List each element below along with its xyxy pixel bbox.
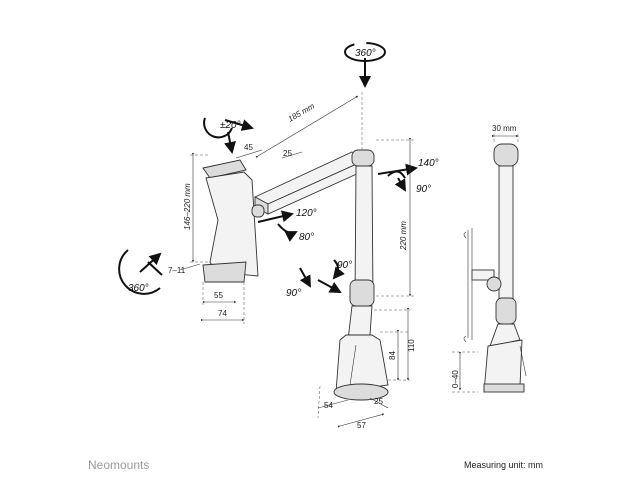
holder-rotation-icon: 360°: [118, 249, 163, 295]
main-view: 360° 185 mm ±20° 45 25: [118, 42, 439, 430]
holder-width-label: 74: [218, 309, 227, 318]
top-rotation-icon: 360°: [344, 42, 386, 88]
rotation-holder-label: 360°: [128, 283, 149, 294]
rotation-top-label: 360°: [355, 48, 376, 59]
holder-depth-label: 55: [214, 291, 223, 300]
joint-rotation-icon: 140° 90°: [377, 158, 439, 195]
clamp-gap-dimension: 7–11: [168, 263, 201, 275]
side-view: 30 mm 0–40: [451, 124, 527, 393]
side-clamp-label: 0–40: [451, 370, 460, 388]
vertical-column: [347, 149, 375, 341]
base-84-label: 84: [388, 351, 397, 360]
base-rotation-icon: 90° 90°: [286, 259, 352, 299]
column-height-dimension: 220 mm: [376, 137, 416, 297]
base-57-label: 57: [357, 421, 366, 430]
mid-rotation-icon: 120° 80°: [257, 208, 317, 243]
head-tilt-icon: ±20°: [203, 117, 254, 154]
holder-range-label: 146–220 mm: [183, 183, 192, 230]
rotation-base-right-label: 90°: [337, 260, 352, 271]
holder-footprint-dimensions: 55 74: [200, 282, 245, 324]
base-110-label: 110: [407, 339, 416, 352]
horizontal-arm: [253, 151, 372, 215]
side-width-label: 30 mm: [492, 124, 517, 133]
rotation-joint-down-label: 90°: [416, 184, 431, 195]
arm-offset-label: 25: [283, 149, 292, 158]
column-height-label: 220 mm: [399, 221, 408, 251]
arm-length-dimension: 185 mm: [255, 95, 359, 159]
tablet-holder: [202, 159, 265, 283]
measuring-unit-note: Measuring unit: mm: [464, 460, 544, 470]
holder-range-dimension: 146–220 mm: [183, 152, 208, 263]
rotation-joint-up-label: 140°: [418, 158, 439, 169]
head-offset-label: 45: [244, 143, 253, 152]
rotation-base-left-label: 90°: [286, 288, 301, 299]
rotation-mid-up-label: 120°: [296, 208, 317, 219]
rotation-head-tilt-label: ±20°: [220, 120, 241, 131]
base-25-label: 25: [374, 397, 383, 406]
clamp-gap-label: 7–11: [168, 266, 186, 275]
base-clamp: [333, 334, 389, 401]
arm-offset-dimension: 25: [281, 149, 303, 159]
arm-length-label: 185 mm: [287, 101, 317, 123]
rotation-mid-down-label: 80°: [299, 232, 314, 243]
base-footprint-dimensions: 54 25 57: [317, 385, 389, 430]
base-54-label: 54: [324, 401, 333, 410]
side-width-dimension: 30 mm: [491, 124, 519, 144]
brand-logo-text: Neomounts: [88, 458, 150, 472]
head-offset-dimension: 45: [235, 143, 263, 159]
base-height-dimensions: 84 110: [374, 307, 416, 381]
side-clamp-dimension: 0–40: [451, 351, 478, 393]
